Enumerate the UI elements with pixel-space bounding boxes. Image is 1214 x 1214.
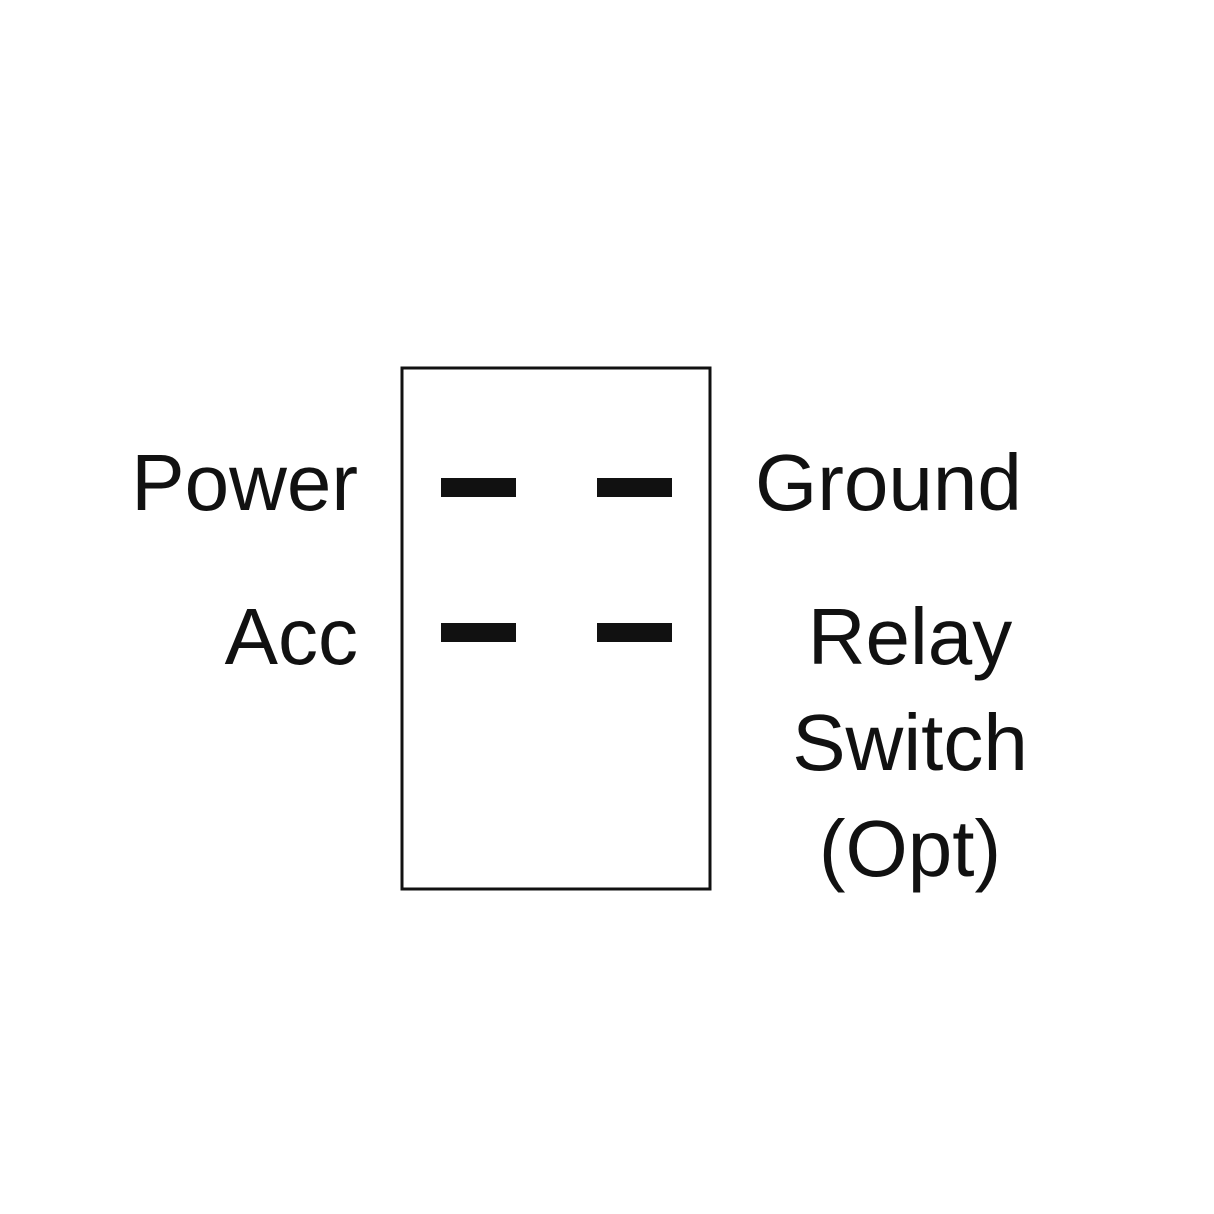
label-ground: Ground xyxy=(755,438,1022,527)
terminal-power xyxy=(441,478,516,497)
label-relay-line3: (Opt) xyxy=(819,804,1001,893)
terminal-acc xyxy=(441,623,516,642)
switch-body-outline xyxy=(400,366,712,891)
label-relay-line2: Switch xyxy=(792,698,1028,787)
label-acc: Acc xyxy=(225,592,358,681)
label-relay-line1: Relay xyxy=(808,592,1013,681)
terminal-ground xyxy=(597,478,672,497)
label-power: Power xyxy=(131,438,358,527)
terminal-relay-switch xyxy=(597,623,672,642)
